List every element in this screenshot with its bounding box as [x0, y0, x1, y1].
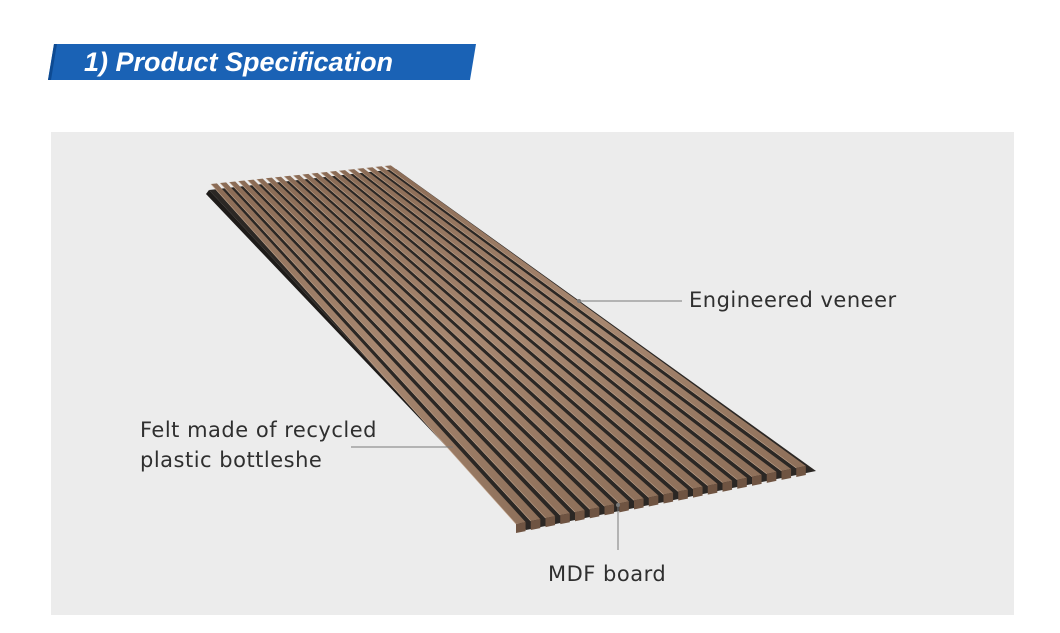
wood-slat: [357, 168, 762, 477]
wood-slat-edge: [283, 176, 635, 501]
wood-slat-edge: [320, 172, 694, 489]
wood-slat: [265, 177, 615, 507]
wood-slat-front: [516, 522, 526, 533]
veneer-label: Engineered veneer: [689, 288, 897, 312]
wood-slat: [329, 171, 718, 486]
banner-shape: [48, 44, 476, 80]
wood-slat: [302, 173, 674, 495]
wood-slat-front: [766, 471, 777, 483]
wood-slat-front: [796, 466, 806, 477]
wood-slat-front: [560, 513, 570, 525]
wood-slat-front: [604, 504, 615, 516]
wood-slat: [275, 176, 629, 504]
wood-slat-edge: [210, 183, 517, 525]
wood-slat-edge: [256, 179, 590, 510]
wood-slat-edge: [329, 171, 708, 486]
wood-slat-edge: [293, 175, 649, 498]
wood-slat-front: [575, 510, 585, 522]
wood-slat-front: [530, 519, 541, 531]
section-title: 1) Product Specification: [84, 47, 394, 77]
wood-slat-front: [781, 468, 792, 480]
diagram-panel: Engineered veneer Felt made of recycled …: [51, 132, 1014, 615]
wood-slat-front: [737, 477, 747, 489]
wood-slat: [284, 175, 644, 501]
felt-label-line1: Felt made of recycled: [140, 418, 377, 442]
wood-slat-front: [545, 516, 556, 528]
wood-slat-front: [722, 480, 733, 492]
wood-slat-edge: [348, 169, 738, 480]
felt-label-line2: plastic bottleshe: [140, 448, 323, 472]
wood-slat: [366, 167, 777, 474]
wood-slat-edge: [265, 178, 605, 507]
wood-slat-front: [663, 492, 674, 504]
mdf-label: MDF board: [548, 562, 667, 586]
wood-slat-edge: [247, 179, 576, 513]
wood-slat-front: [678, 489, 688, 501]
wood-slat-front: [648, 495, 659, 507]
wood-slat-front: [752, 474, 762, 486]
wood-slat: [339, 170, 733, 483]
wood-slat: [256, 178, 600, 510]
wood-slat-edge: [229, 181, 546, 519]
wood-slat-edge: [311, 173, 679, 492]
product-illustration: [206, 165, 816, 550]
wood-slat: [211, 183, 526, 524]
wood-slat-edge: [338, 170, 723, 483]
wood-slats: [210, 165, 806, 533]
wood-slat: [238, 180, 570, 516]
wood-slat: [375, 166, 792, 471]
mdf-leader-dot: [616, 503, 620, 507]
wood-slat: [229, 181, 556, 519]
veneer-leader-dot: [577, 299, 581, 303]
wood-slat-front: [707, 483, 718, 495]
wood-slat: [320, 171, 703, 489]
wood-slat-front: [634, 498, 644, 510]
wood-slat-front: [693, 486, 703, 498]
section-banner: 1) Product Specification: [48, 44, 476, 80]
wood-slat-edge: [384, 165, 797, 469]
wood-slat-edge: [274, 177, 620, 504]
wood-slat-edge: [366, 167, 767, 475]
wood-slat: [220, 182, 541, 522]
wood-slat-edge: [238, 180, 561, 516]
wood-slat-front: [589, 507, 600, 519]
felt-backing: [209, 169, 816, 530]
wood-slat: [247, 179, 585, 513]
wood-slat-front: [619, 501, 629, 513]
wood-slat: [348, 169, 747, 480]
wood-slat-edge: [219, 182, 531, 522]
wood-slat: [293, 174, 659, 498]
wood-slat-edge: [375, 166, 782, 472]
wood-slat: [384, 165, 806, 468]
wood-slat: [311, 172, 688, 492]
wood-slat-edge: [302, 174, 664, 495]
wood-slat-edge: [357, 168, 753, 478]
